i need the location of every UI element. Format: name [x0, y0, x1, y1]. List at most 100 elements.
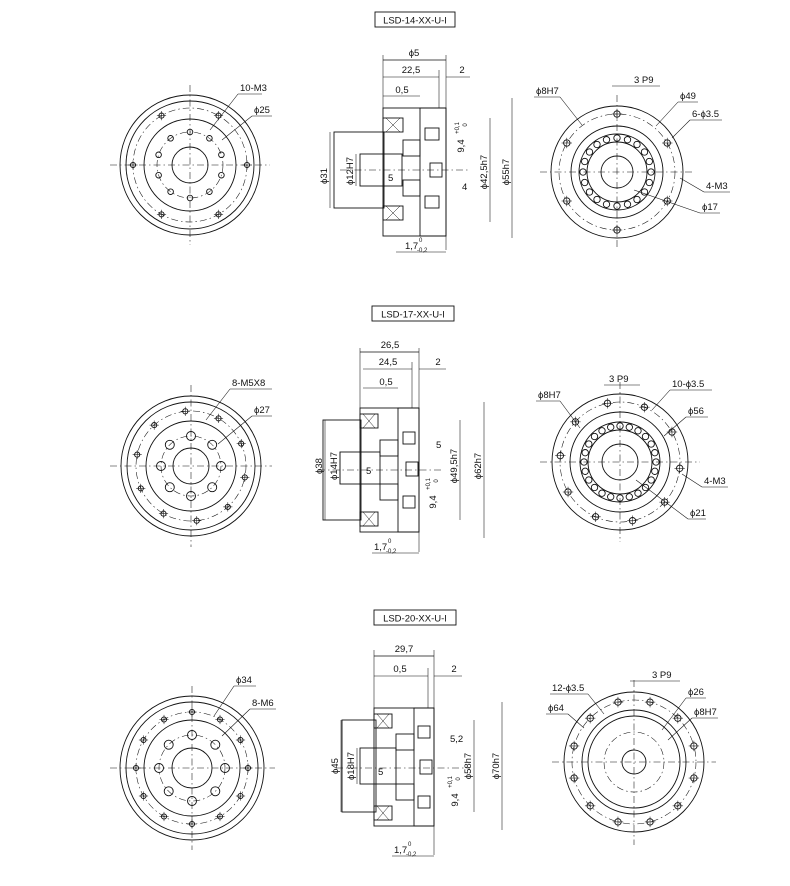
- bearing-ball: [640, 188, 649, 196]
- tapped-hole: [207, 482, 218, 493]
- right-label-r2: ϕ56: [688, 406, 704, 417]
- tapped-hole: [163, 786, 174, 797]
- dim-top-4: 0,5: [395, 85, 408, 96]
- bearing-ball: [593, 195, 601, 204]
- tapped-hole: [207, 439, 218, 450]
- bearing-ball: [641, 432, 650, 441]
- bearing-ball: [652, 458, 660, 466]
- tapped-hole: [186, 194, 194, 202]
- dim-left-2: ϕ14H7: [329, 452, 340, 480]
- right-label-top: 3 P9: [634, 75, 654, 86]
- dim-right-3: ϕ55h7: [501, 159, 512, 185]
- bearing-ball: [590, 483, 599, 492]
- front-view-left: [110, 385, 272, 547]
- bearing-ball: [647, 440, 655, 448]
- pcd-callout: ϕ25: [254, 105, 270, 116]
- bearing-ball: [585, 188, 594, 196]
- tapped-hole: [206, 188, 213, 195]
- dim-bottom-tol-low: -0,2: [406, 852, 417, 858]
- tapped-hole: [167, 135, 174, 142]
- tapped-hole: [163, 739, 174, 750]
- bearing-ball: [616, 494, 624, 502]
- section-title: LSD-20-XX-U-I: [383, 614, 447, 625]
- holes-callout: 10-M3: [240, 83, 267, 94]
- right-label-left-2: ϕ64: [548, 703, 564, 714]
- bearing-ball: [593, 140, 601, 149]
- right-label-r4: ϕ17: [702, 202, 718, 213]
- tapped-hole: [187, 796, 197, 806]
- tapped-hole: [186, 431, 196, 441]
- bearing-ball: [651, 449, 659, 457]
- tapped-hole: [218, 171, 225, 179]
- dim-right-1: 9,4: [428, 495, 439, 508]
- section-title-frame: [373, 609, 457, 626]
- bearing-ball: [645, 157, 653, 166]
- right-label-r4: ϕ21: [690, 508, 706, 519]
- bearing-ball: [616, 422, 624, 430]
- right-label-r1: ϕ49: [680, 91, 696, 102]
- holes-callout: 8-M6: [252, 698, 274, 709]
- inner-label-2: 4: [462, 182, 467, 193]
- tol-lower: 0: [434, 479, 440, 483]
- bearing-ball: [613, 202, 621, 210]
- bearing-ball: [602, 136, 611, 144]
- right-label-r2: 6-ϕ3.5: [692, 109, 719, 120]
- dim-bottom-tol-up: 0: [388, 539, 392, 545]
- bearing-ball: [633, 140, 641, 149]
- tapped-hole: [155, 171, 162, 179]
- tapped-hole: [154, 763, 164, 773]
- dim-left-2: ϕ18H7: [346, 752, 357, 780]
- bearing-ball: [602, 200, 611, 208]
- bearing-ball: [641, 483, 650, 492]
- tol-upper: +0,1: [455, 121, 461, 134]
- dim-bottom-tol-up: 0: [419, 238, 423, 244]
- dim-right-1: 9,4: [456, 139, 467, 152]
- tapped-hole: [186, 128, 194, 136]
- dim-bottom-tol-up: 0: [408, 842, 412, 848]
- dim-right-2: ϕ58h7: [463, 753, 474, 779]
- right-label-left-1: ϕ8H7: [536, 86, 559, 97]
- bearing-ball: [581, 467, 589, 475]
- front-view-left: [110, 686, 275, 850]
- dim-right-3: ϕ70h7: [491, 753, 502, 779]
- dim-top-1: ϕ5: [409, 48, 420, 59]
- dim-bottom: 1,7: [374, 542, 387, 553]
- tapped-hole: [220, 763, 230, 773]
- bearing-ball: [580, 458, 588, 466]
- dim-left-1: ϕ45: [330, 758, 341, 774]
- front-view-right: [552, 680, 716, 845]
- bearing-ball: [581, 449, 589, 457]
- bearing-ball: [634, 427, 642, 435]
- tol-lower: 0: [463, 123, 469, 127]
- dim-bottom: 1,7: [405, 241, 418, 252]
- pcd-callout: ϕ34: [236, 675, 252, 686]
- bearing-ball: [625, 423, 633, 431]
- dim-top-2: 22,5: [402, 65, 421, 76]
- front-view-right: [540, 382, 700, 542]
- bearing-ball: [590, 432, 599, 441]
- bearing-ball: [607, 493, 615, 501]
- dim-top-3: 2: [435, 357, 440, 368]
- section-title: LSD-17-XX-U-I: [381, 310, 445, 321]
- bearing-ball: [581, 157, 589, 166]
- bearing-ball: [598, 427, 606, 435]
- tapped-hole: [164, 482, 175, 493]
- bearing-ball: [623, 136, 632, 144]
- dim-bottom-tol-low: -0,2: [386, 549, 397, 555]
- tapped-hole: [216, 461, 226, 471]
- section-title-frame: [374, 11, 456, 28]
- dim-right-2: ϕ49,5h7: [449, 449, 460, 483]
- right-label-r1: 10-ϕ3.5: [672, 379, 704, 390]
- bearing-ball: [623, 200, 632, 208]
- bearing-ball: [585, 440, 593, 448]
- front-view-left: [110, 85, 270, 245]
- tapped-hole: [164, 439, 175, 450]
- bearing-ball: [585, 148, 594, 156]
- tapped-hole: [156, 461, 166, 471]
- inner-label-1: 5: [388, 173, 393, 184]
- dim-left-1: ϕ38: [314, 458, 325, 474]
- tol-lower: 0: [456, 777, 462, 781]
- dim-left-2: ϕ12H7: [345, 157, 356, 185]
- dim-bottom-tol-low: -0,2: [417, 248, 428, 254]
